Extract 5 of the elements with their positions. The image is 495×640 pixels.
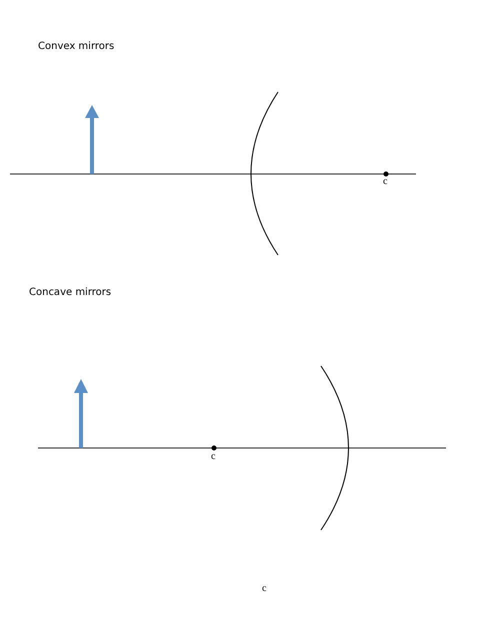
point-label: c [211,452,216,462]
point-label: c [262,584,266,594]
section-heading: Convex mirrors [38,42,114,52]
section-heading: Concave mirrors [29,288,112,298]
point-label: c [383,177,388,187]
